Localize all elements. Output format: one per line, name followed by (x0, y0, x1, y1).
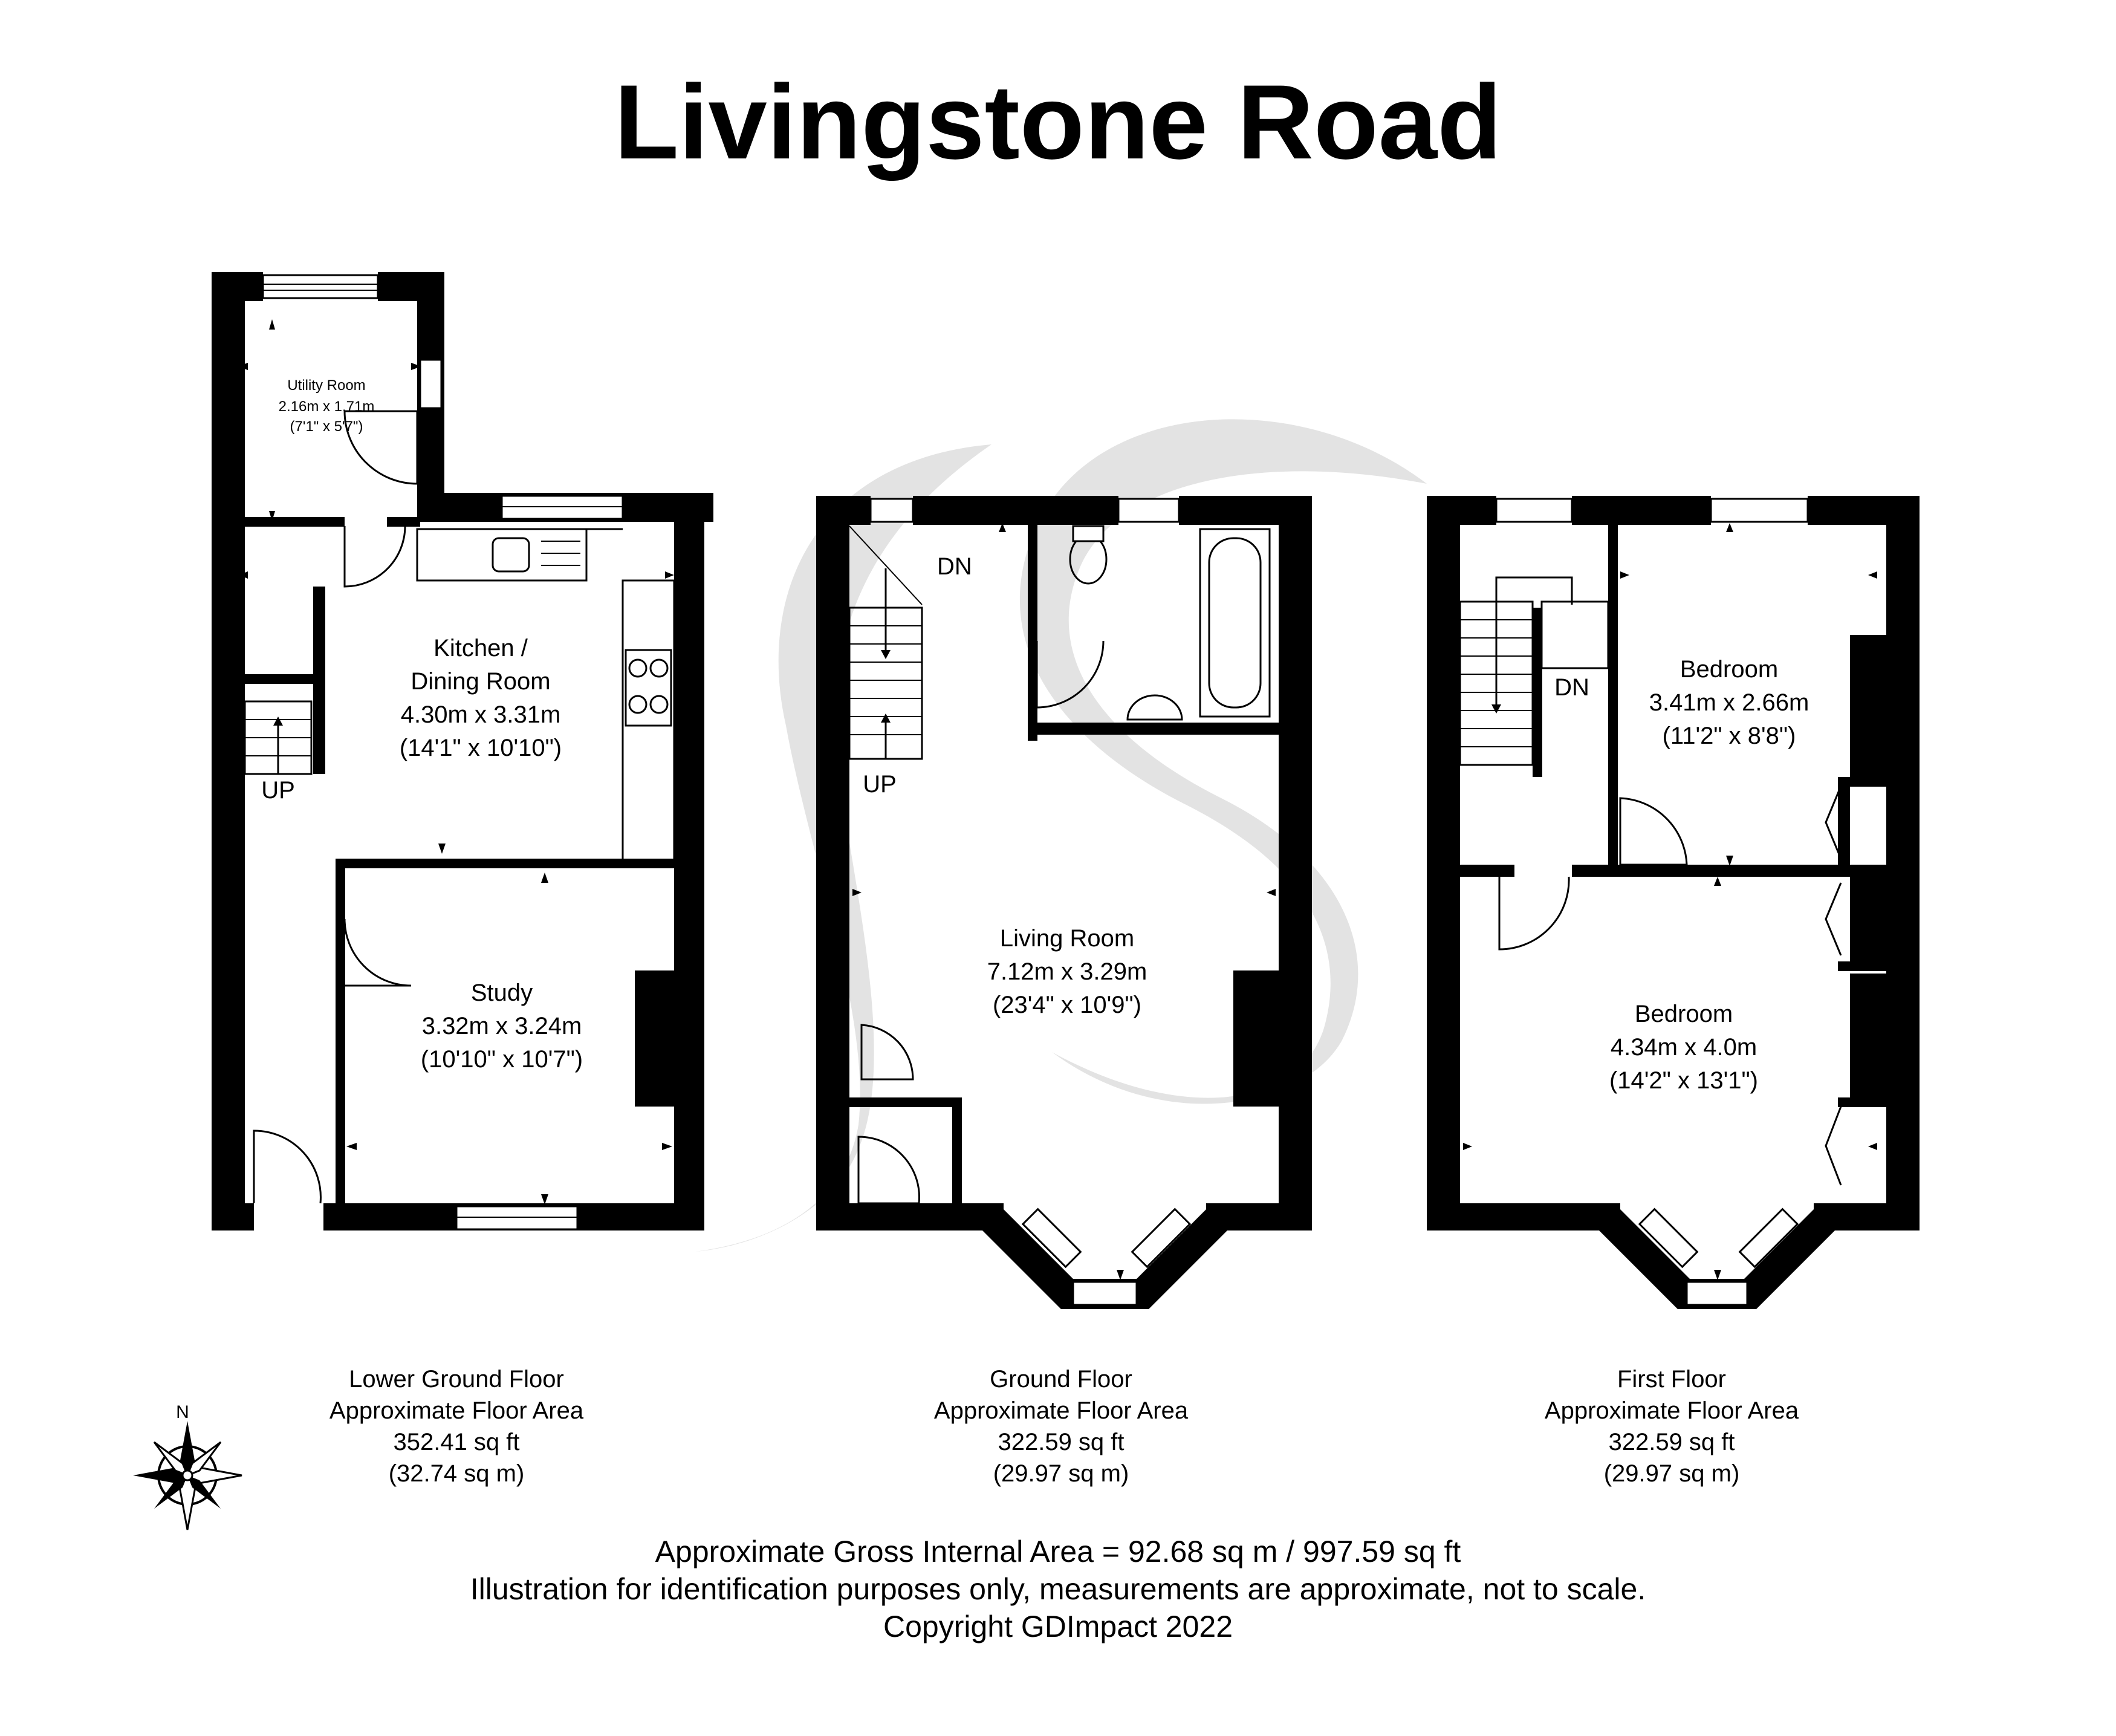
lower-ground-area-sqft: 352.41 sq ft (393, 1429, 520, 1455)
bedroom-large-name: Bedroom (1635, 1001, 1733, 1027)
study-imperial: (10'10" x 10'7") (421, 1046, 583, 1073)
bedroom-large-metric: 4.34m x 4.0m (1611, 1034, 1757, 1061)
lower-ground-floor-caption: Lower Ground Floor Approximate Floor Are… (245, 1364, 668, 1489)
compass-rose-icon (133, 1421, 242, 1530)
lower-ground-floor-name: Lower Ground Floor (349, 1366, 564, 1393)
first-area-sqft: 322.59 sq ft (1608, 1429, 1735, 1455)
first-floor-name: First Floor (1617, 1366, 1726, 1393)
kitchen-name-line1: Kitchen / (433, 635, 528, 662)
living-room-metric: 7.12m x 3.29m (987, 958, 1147, 985)
kitchen-imperial: (14'1" x 10'10") (400, 735, 562, 761)
ground-floor-caption: Ground Floor Approximate Floor Area 322.… (849, 1364, 1273, 1489)
utility-room-name: Utility Room (287, 377, 365, 394)
footer: Approximate Gross Internal Area = 92.68 … (0, 1533, 2116, 1645)
first-floor-plan (1427, 496, 1920, 1309)
copyright: Copyright GDImpact 2022 (883, 1610, 1233, 1643)
compass-north-label: N (176, 1402, 189, 1422)
lower-ground-area-sqm: (32.74 sq m) (388, 1460, 525, 1487)
bedroom-small-metric: 3.41m x 2.66m (1649, 689, 1809, 716)
gross-internal-area: Approximate Gross Internal Area = 92.68 … (655, 1535, 1461, 1569)
ground-stair-up-label: UP (863, 771, 897, 798)
living-room-name: Living Room (1000, 925, 1134, 952)
bedroom-large-imperial: (14'2" x 13'1") (1609, 1067, 1758, 1094)
utility-room-imperial: (7'1" x 5'7") (290, 418, 363, 435)
ground-area-sqft: 322.59 sq ft (998, 1429, 1125, 1455)
study-metric: 3.32m x 3.24m (422, 1013, 582, 1039)
ground-stair-dn-label: DN (937, 553, 972, 580)
ground-area-label: Approximate Floor Area (933, 1397, 1189, 1424)
lower-ground-area-label: Approximate Floor Area (329, 1397, 584, 1424)
page-title: Livingstone Road (614, 63, 1502, 181)
watermark-logo (695, 419, 1427, 1252)
first-area-sqm: (29.97 sq m) (1603, 1460, 1740, 1487)
first-area-label: Approximate Floor Area (1544, 1397, 1799, 1424)
ground-floor-name: Ground Floor (990, 1366, 1132, 1393)
utility-room-metric: 2.16m x 1.71m (279, 398, 375, 415)
lower-ground-floor-plan (212, 272, 713, 1230)
study-name: Study (471, 980, 533, 1006)
ground-floor-plan (816, 496, 1312, 1309)
living-room-imperial: (23'4" x 10'9") (993, 992, 1141, 1018)
bedroom-small-imperial: (11'2" x 8'8") (1663, 723, 1796, 749)
ground-area-sqm: (29.97 sq m) (993, 1460, 1129, 1487)
disclaimer: Illustration for identification purposes… (470, 1572, 1646, 1606)
kitchen-name-line2: Dining Room (411, 668, 550, 695)
lower-ground-stair-up-label: UP (261, 777, 295, 804)
kitchen-metric: 4.30m x 3.31m (401, 701, 561, 728)
utility-window (262, 274, 379, 299)
bedroom-small-name: Bedroom (1680, 656, 1778, 683)
first-stair-dn-label: DN (1554, 674, 1589, 701)
first-floor-caption: First Floor Approximate Floor Area 322.5… (1460, 1364, 1883, 1489)
